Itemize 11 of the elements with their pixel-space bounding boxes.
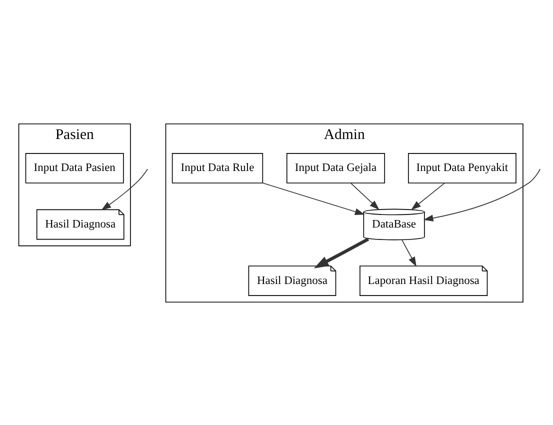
arrow <box>411 182 446 210</box>
arrow <box>314 237 370 268</box>
arrow <box>262 182 365 214</box>
arrow <box>350 182 380 210</box>
arrow <box>402 239 416 266</box>
node-box: Input Data Penyakit <box>408 152 516 183</box>
arrow <box>101 168 148 210</box>
node-box: Input Data Pasien <box>25 152 124 183</box>
node-box: Input Data Gejala <box>286 152 386 183</box>
arrow <box>423 168 541 222</box>
node-box: Input Data Rule <box>172 152 264 183</box>
